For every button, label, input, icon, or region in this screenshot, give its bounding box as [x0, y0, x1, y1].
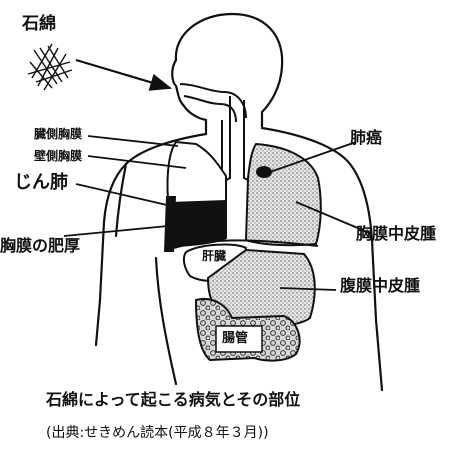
label-peritoneal-mesothelioma: 腹膜中皮腫: [340, 278, 420, 294]
label-pneumoconiosis: じん肺: [14, 174, 68, 192]
caption-source: (出典:せきめん読本(平成８年３月)): [46, 426, 269, 440]
right-lung: [246, 144, 321, 245]
label-intestine: 腸管: [222, 332, 248, 345]
label-parietal-pleura: 壁側胸膜: [34, 150, 82, 162]
inhalation-arrow: [76, 60, 170, 88]
label-liver: 肝臓: [202, 250, 226, 262]
caption-title: 石綿によって起こる病気とその部位: [46, 392, 300, 408]
lung-cancer-spot: [256, 166, 272, 178]
asbestos-fibers: [28, 44, 72, 90]
label-visceral-pleura: 臓側胸膜: [34, 128, 82, 140]
label-pleural-thickening: 胸膜の肥厚: [0, 238, 80, 254]
label-lung-cancer: 肺癌: [350, 130, 382, 146]
label-asbestos: 石綿: [22, 16, 56, 33]
label-pleural-mesothelioma: 胸膜中皮腫: [356, 226, 436, 242]
